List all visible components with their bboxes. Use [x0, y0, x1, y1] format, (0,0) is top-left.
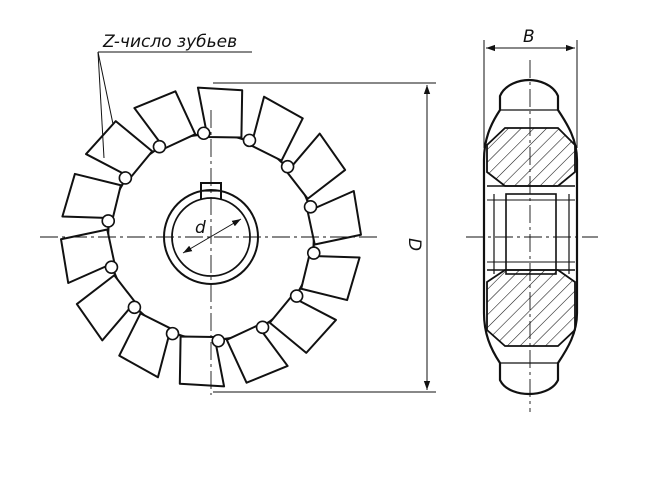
cutter-tooth	[306, 190, 362, 246]
cutter-tooth	[300, 254, 361, 302]
cutter-tooth	[133, 90, 197, 150]
outer-diameter-dimension: D	[213, 82, 436, 393]
width-dimension: B	[483, 27, 578, 148]
side-view	[466, 60, 598, 412]
tooth-gullet	[152, 139, 167, 154]
cutter-tooth	[250, 95, 304, 162]
cutter-tooth	[75, 274, 137, 342]
front-view: d	[40, 86, 380, 395]
tooth-gullet	[306, 246, 321, 260]
tooth-gullet	[242, 133, 257, 148]
tooth-gullet	[196, 126, 211, 141]
tooth-gullet	[303, 200, 318, 214]
bore-section	[505, 193, 557, 275]
tooth-gullet	[211, 333, 226, 348]
tooth-gullet	[165, 326, 180, 341]
cutter-tooth	[196, 86, 244, 139]
tooth-gullet	[127, 300, 142, 315]
tooth-gullet	[101, 214, 116, 228]
tooth-gullet	[104, 260, 119, 274]
width-label: B	[523, 27, 535, 47]
teeth-count-label: Z-число зубьев	[102, 32, 237, 52]
cutter-tooth	[118, 312, 172, 379]
section-upper-hatch	[486, 127, 576, 187]
cutter-tooth	[225, 324, 289, 384]
cutter-tooth	[61, 172, 122, 220]
tooth-gullet	[255, 320, 270, 335]
tooth-gullet	[289, 289, 304, 303]
tooth-gullet	[280, 159, 295, 174]
side-profile-outline	[482, 78, 579, 396]
cutter-tooth	[178, 335, 226, 388]
tooth-gullet	[118, 171, 133, 185]
cutter-tooth	[85, 120, 154, 179]
cutter-tooth	[285, 132, 347, 200]
section-lower-hatch	[486, 269, 576, 347]
cutter-tooth	[268, 295, 337, 354]
cutter-tooth	[60, 228, 116, 284]
teeth-group	[60, 86, 362, 388]
bore-diameter-dimension-line	[182, 218, 242, 254]
bore-diameter-label: d	[195, 218, 206, 238]
teeth-count-callout: Z-число зубьев	[97, 32, 252, 159]
outer-diameter-label: D	[404, 238, 424, 251]
